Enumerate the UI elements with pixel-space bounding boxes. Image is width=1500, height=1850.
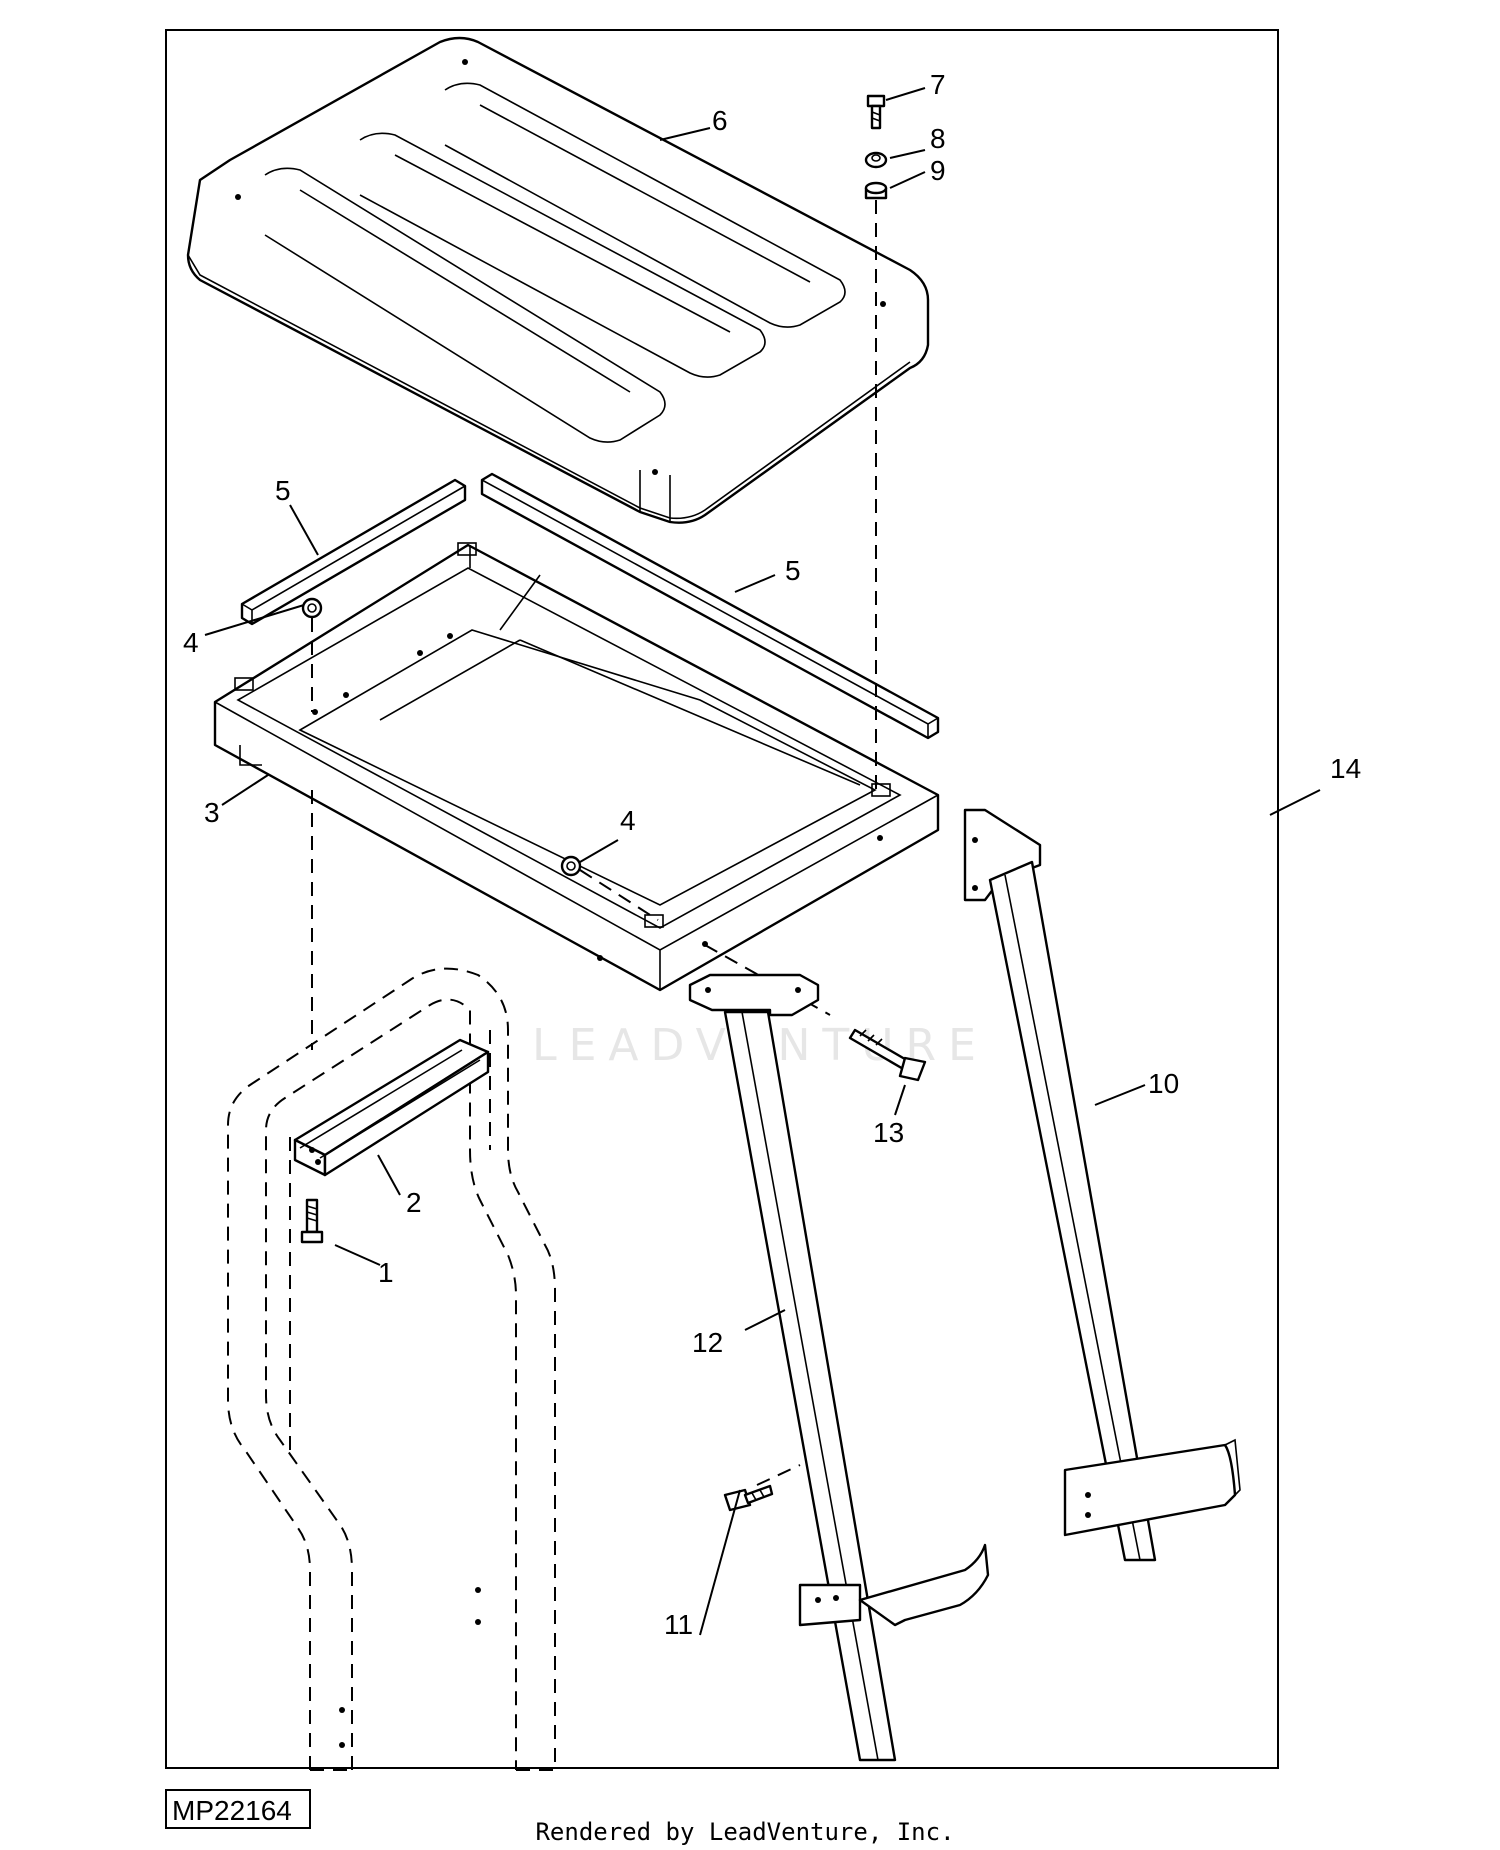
bolt-7 (866, 94, 886, 130)
trim-strip-right (480, 472, 940, 740)
canopy-roof (186, 36, 930, 524)
callout-11: 11 (664, 1609, 693, 1640)
bolt-11 (723, 1484, 774, 1512)
bolt-13 (848, 1028, 927, 1082)
callout-1: 1 (378, 1257, 394, 1288)
callout-8: 8 (930, 123, 946, 154)
callout-5-left: 5 (275, 475, 291, 506)
support-leg-12 (688, 973, 990, 1762)
support-leg-10 (963, 808, 1241, 1562)
nut-4-front (560, 855, 582, 877)
callout-12: 12 (692, 1327, 723, 1358)
callout-14: 14 (1330, 753, 1361, 784)
callout-4-front: 4 (620, 805, 636, 836)
roll-bar-reference (227, 967, 556, 1771)
callout-2: 2 (406, 1187, 422, 1218)
callout-3: 3 (204, 797, 220, 828)
callout-13: 13 (873, 1117, 904, 1148)
callout-5-right: 5 (785, 555, 801, 586)
diagram-border (165, 29, 1279, 1769)
figure-id: MP22164 (172, 1795, 292, 1826)
figure-id-box: MP22164 (165, 1789, 311, 1829)
callout-9: 9 (930, 155, 946, 186)
footer-credit: Rendered by LeadVenture, Inc. (535, 1818, 954, 1846)
nut-9 (864, 181, 888, 200)
bolt-1 (300, 1198, 324, 1244)
canopy-frame (213, 542, 940, 992)
nut-4-left (301, 597, 323, 619)
washer-8 (864, 151, 888, 169)
channel-bracket-2 (293, 1038, 490, 1177)
callout-10: 10 (1148, 1068, 1179, 1099)
leader-lines (204, 87, 1321, 1636)
callout-4-left: 4 (183, 627, 199, 658)
callout-7: 7 (930, 69, 946, 100)
callout-6: 6 (712, 105, 728, 136)
